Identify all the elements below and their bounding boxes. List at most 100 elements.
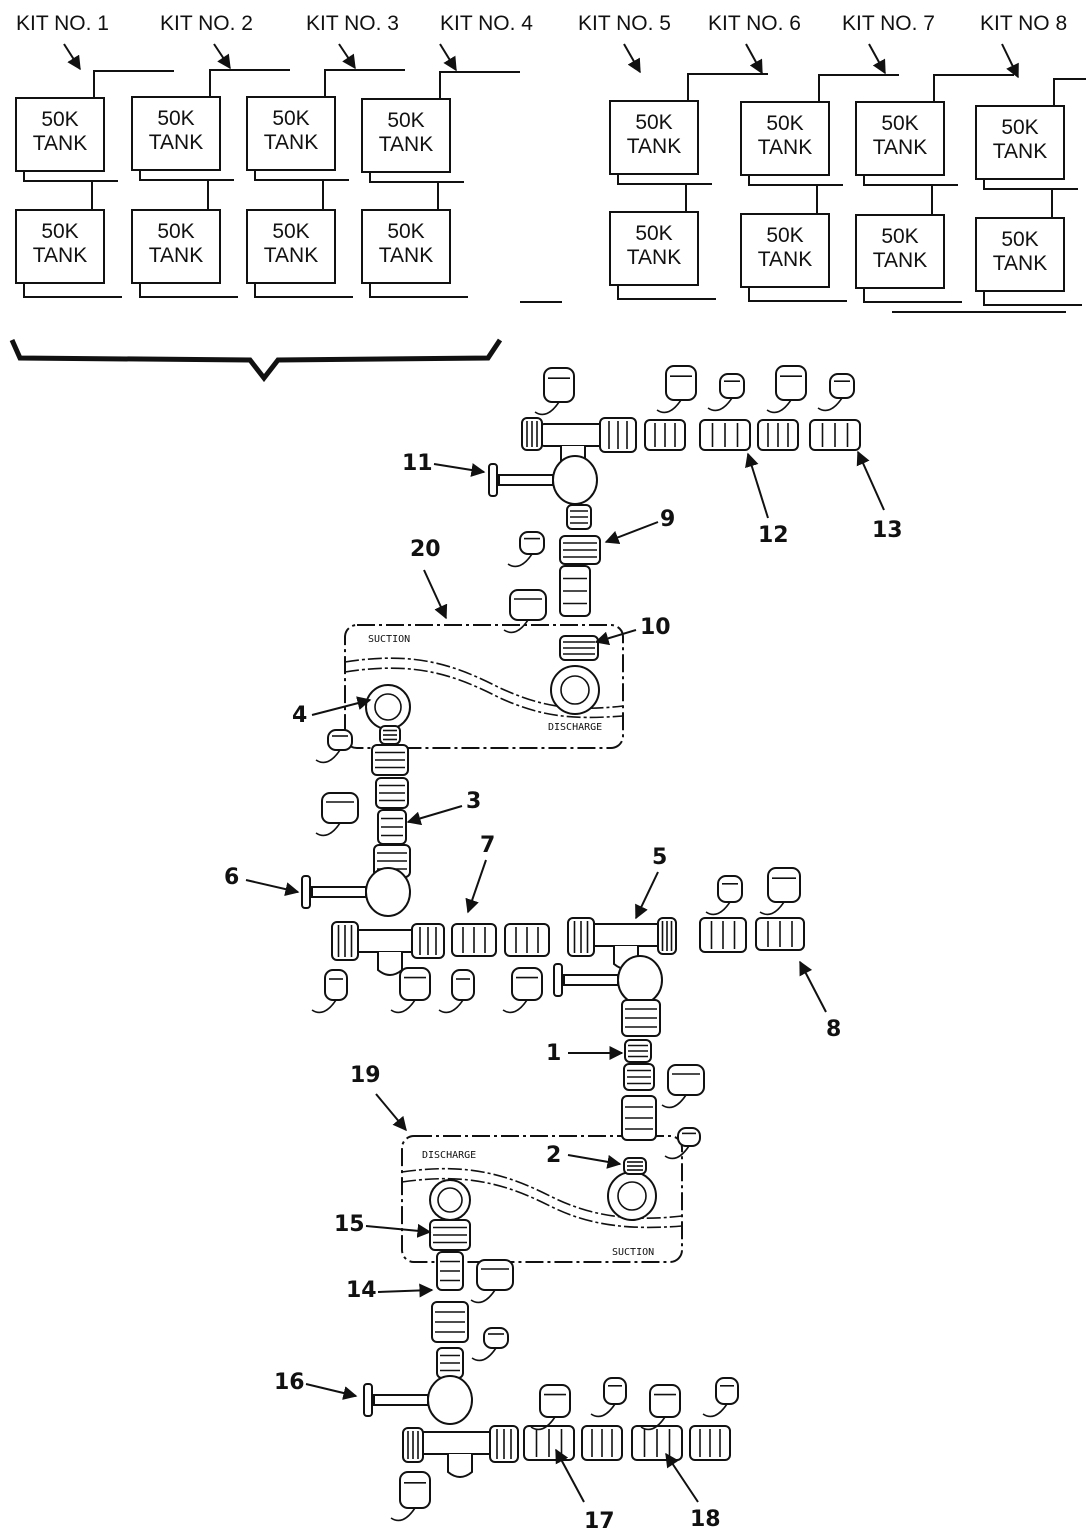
dust-cap: [534, 367, 575, 416]
kit-arrow: [623, 43, 641, 74]
outlet-pipe: [748, 287, 847, 302]
kit-label: KIT NO. 1: [16, 12, 109, 35]
hose-fitting-assembly: [301, 365, 861, 1522]
callout-leader: [594, 629, 637, 646]
outlet-pipe: [254, 283, 353, 298]
kit-arrow: [63, 43, 81, 71]
dust-cap: [390, 967, 431, 1014]
tank-label: TANK: [873, 136, 927, 159]
callout-1: 1: [546, 1041, 624, 1066]
callout-number: 4: [292, 703, 307, 728]
dust-cap: [315, 792, 359, 837]
fill-pipe: [818, 74, 899, 102]
link-pipe: [254, 170, 349, 181]
link-pipe: [23, 171, 118, 182]
callout-19: 19: [350, 1063, 407, 1132]
dust-cap: [502, 967, 543, 1014]
callout-number: 9: [660, 507, 675, 532]
coupler: [699, 419, 751, 451]
kit-label: KIT NO. 3: [306, 12, 399, 35]
kit-arrow: [745, 43, 763, 75]
coupler: [599, 417, 637, 453]
callout-number: 1: [546, 1041, 561, 1066]
plug-cap: [817, 373, 855, 412]
coupler: [559, 565, 591, 617]
callout-14: 14: [346, 1278, 434, 1303]
callout-11: 11: [402, 451, 486, 477]
outlet-pipe: [369, 283, 468, 298]
coupler: [521, 417, 543, 451]
coupler-3: [377, 809, 407, 845]
coupler-2: [623, 1157, 647, 1175]
tank-label: 50K: [157, 220, 194, 243]
coupler: [699, 917, 747, 953]
tank-label: 50K: [1001, 116, 1038, 139]
link-pipe: [369, 172, 464, 183]
valve-5-side: [553, 955, 663, 1005]
kit-label: KIT NO. 4: [440, 12, 533, 35]
callout-number: 11: [402, 451, 433, 476]
tank-label: TANK: [379, 133, 433, 156]
callout-4: 4: [292, 696, 372, 728]
callout-leader: [745, 452, 769, 519]
callout-13: 13: [856, 450, 903, 543]
fill-pipe: [687, 73, 768, 101]
tank-label: 50K: [387, 220, 424, 243]
coupler: [621, 1095, 657, 1141]
coupler-1: [624, 1039, 652, 1063]
plug-cap: [471, 1327, 509, 1362]
callout-leader: [365, 1223, 432, 1238]
fill-pipe: [93, 70, 174, 98]
kit-label: KIT NO. 7: [842, 12, 935, 35]
coupler: [504, 923, 550, 957]
tank-label: 50K: [881, 225, 918, 248]
kit-arrow: [439, 43, 457, 72]
dust-cap: [503, 589, 547, 634]
callout-7: 7: [465, 833, 495, 914]
callout-20: 20: [410, 537, 448, 620]
kit-arrow: [1001, 43, 1019, 79]
callout-number: 5: [652, 845, 667, 870]
panel-19-discharge-label: DISCHARGE: [422, 1150, 476, 1161]
callout-leader: [856, 450, 885, 511]
plug-cap: [702, 1377, 739, 1418]
callout-number: 17: [584, 1509, 615, 1532]
coupler: [757, 419, 799, 451]
tank-label: 50K: [1001, 228, 1038, 251]
grouping-bracket: [9, 338, 503, 383]
dust-cap: [390, 1471, 431, 1522]
valve-11: [488, 455, 598, 505]
callout-leader: [635, 871, 659, 920]
tank-label: TANK: [993, 252, 1047, 275]
kit-arrow: [213, 43, 231, 70]
link-pipe: [617, 174, 712, 185]
valve-6: [301, 867, 411, 917]
callout-number: 19: [350, 1063, 381, 1088]
link-pipe: [863, 175, 958, 186]
kit-label: KIT NO. 5: [578, 12, 671, 35]
callout-12: 12: [745, 452, 789, 548]
panel-20-suction-label: SUCTION: [368, 634, 410, 645]
callout-3: 3: [406, 789, 481, 826]
callout-leader: [555, 1448, 585, 1503]
coupler: [623, 1063, 655, 1091]
coupler: [371, 744, 409, 776]
tank-label: 50K: [387, 109, 424, 132]
dust-cap: [530, 1384, 571, 1431]
link-pipe: [139, 170, 234, 181]
coupler: [402, 1427, 424, 1463]
callout-number: 8: [826, 1017, 841, 1042]
plug-cap: [705, 875, 743, 916]
coupler: [375, 777, 409, 809]
coupler-14: [436, 1251, 464, 1291]
